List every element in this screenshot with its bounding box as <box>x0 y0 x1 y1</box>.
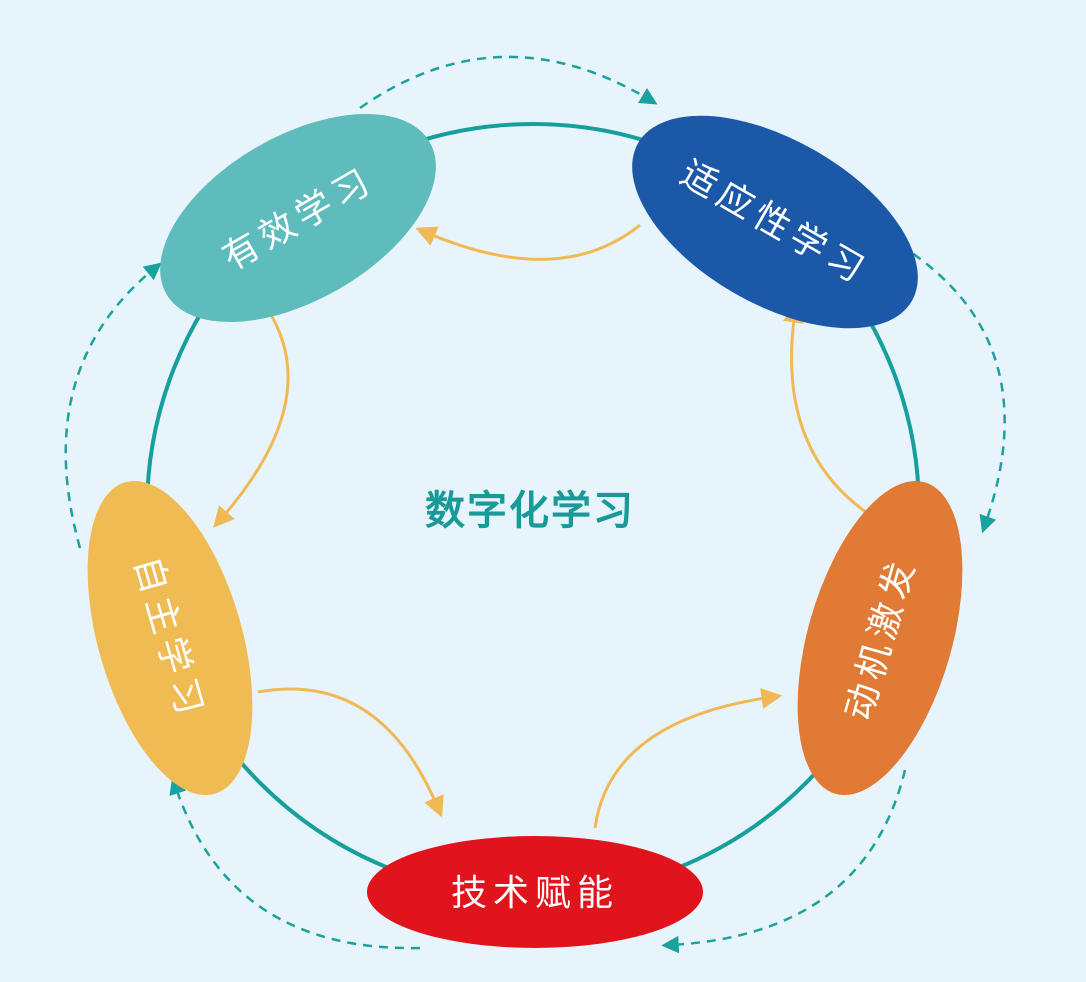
inner-arrow-motivation-to-adaptive <box>783 301 871 517</box>
node-shape <box>87 481 253 795</box>
node-shape <box>367 836 703 948</box>
outer-arrow-effective-to-adaptive <box>359 55 658 110</box>
node-adaptive-learning: 适应性学习 <box>632 115 918 329</box>
node-effective-learning: 有效学习 <box>160 113 436 323</box>
outer-arrow-autonomous-to-effective <box>64 262 162 549</box>
outer-arrow-tech-to-autonomous <box>169 776 421 950</box>
outer-arrow-motivation-to-tech <box>661 769 907 954</box>
node-shape <box>160 113 436 323</box>
node-shape <box>632 115 918 329</box>
node-tech-empowerment: 技术赋能 <box>367 836 703 948</box>
inner-arrow-tech-to-motivation <box>593 688 783 829</box>
inner-arrow-autonomous-to-tech <box>257 687 444 818</box>
center-title: 数字化学习 <box>425 488 635 534</box>
node-motivation: 动机激发 <box>797 481 963 795</box>
inner-arrow-adaptive-to-effective <box>415 223 641 261</box>
node-label: 技术赋能 <box>451 873 619 914</box>
inner-arrow-effective-to-autonomous <box>213 309 290 528</box>
node-shape <box>797 481 963 795</box>
node-autonomous-learning: 自主学习 <box>87 481 253 795</box>
